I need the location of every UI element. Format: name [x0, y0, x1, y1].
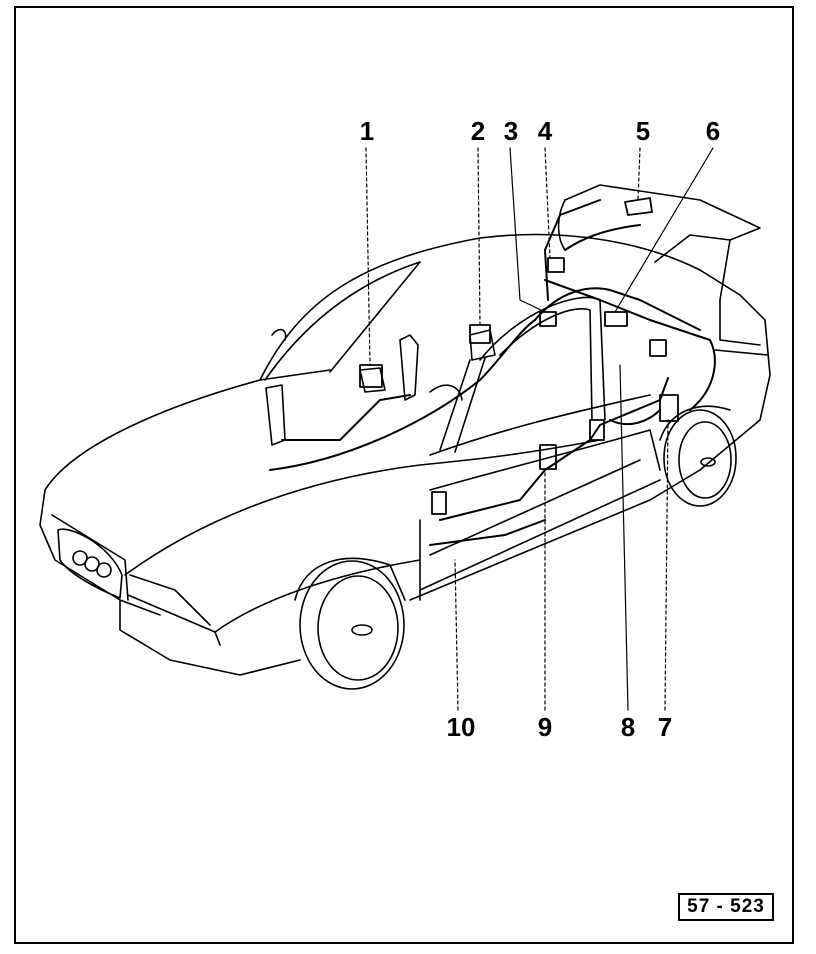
component-door-switch-shape — [589, 419, 605, 441]
callout-3: 3 — [503, 116, 519, 146]
component-10-shape — [431, 491, 447, 515]
callout-9: 9 — [537, 712, 553, 742]
callout-2: 2 — [470, 116, 486, 146]
component-8-shape — [649, 339, 667, 357]
component-4-shape — [547, 257, 565, 273]
component-9-shape — [539, 444, 557, 470]
callout-5: 5 — [635, 116, 651, 146]
callout-10: 10 — [446, 712, 476, 742]
component-1-shape — [359, 364, 383, 388]
component-3-shape — [539, 311, 557, 327]
car-body — [39, 184, 771, 690]
diagram-frame — [14, 6, 794, 944]
component-5-shape — [624, 197, 653, 216]
wiring-harness — [269, 199, 716, 546]
leader-lines — [365, 147, 714, 711]
callout-1: 1 — [359, 116, 375, 146]
components — [359, 197, 679, 515]
figure-reference: 57 - 523 — [678, 893, 774, 921]
callout-4: 4 — [537, 116, 553, 146]
component-7-shape — [659, 394, 679, 422]
component-6-shape — [604, 311, 628, 327]
callout-6: 6 — [705, 116, 721, 146]
callout-7: 7 — [657, 712, 673, 742]
callout-8: 8 — [620, 712, 636, 742]
